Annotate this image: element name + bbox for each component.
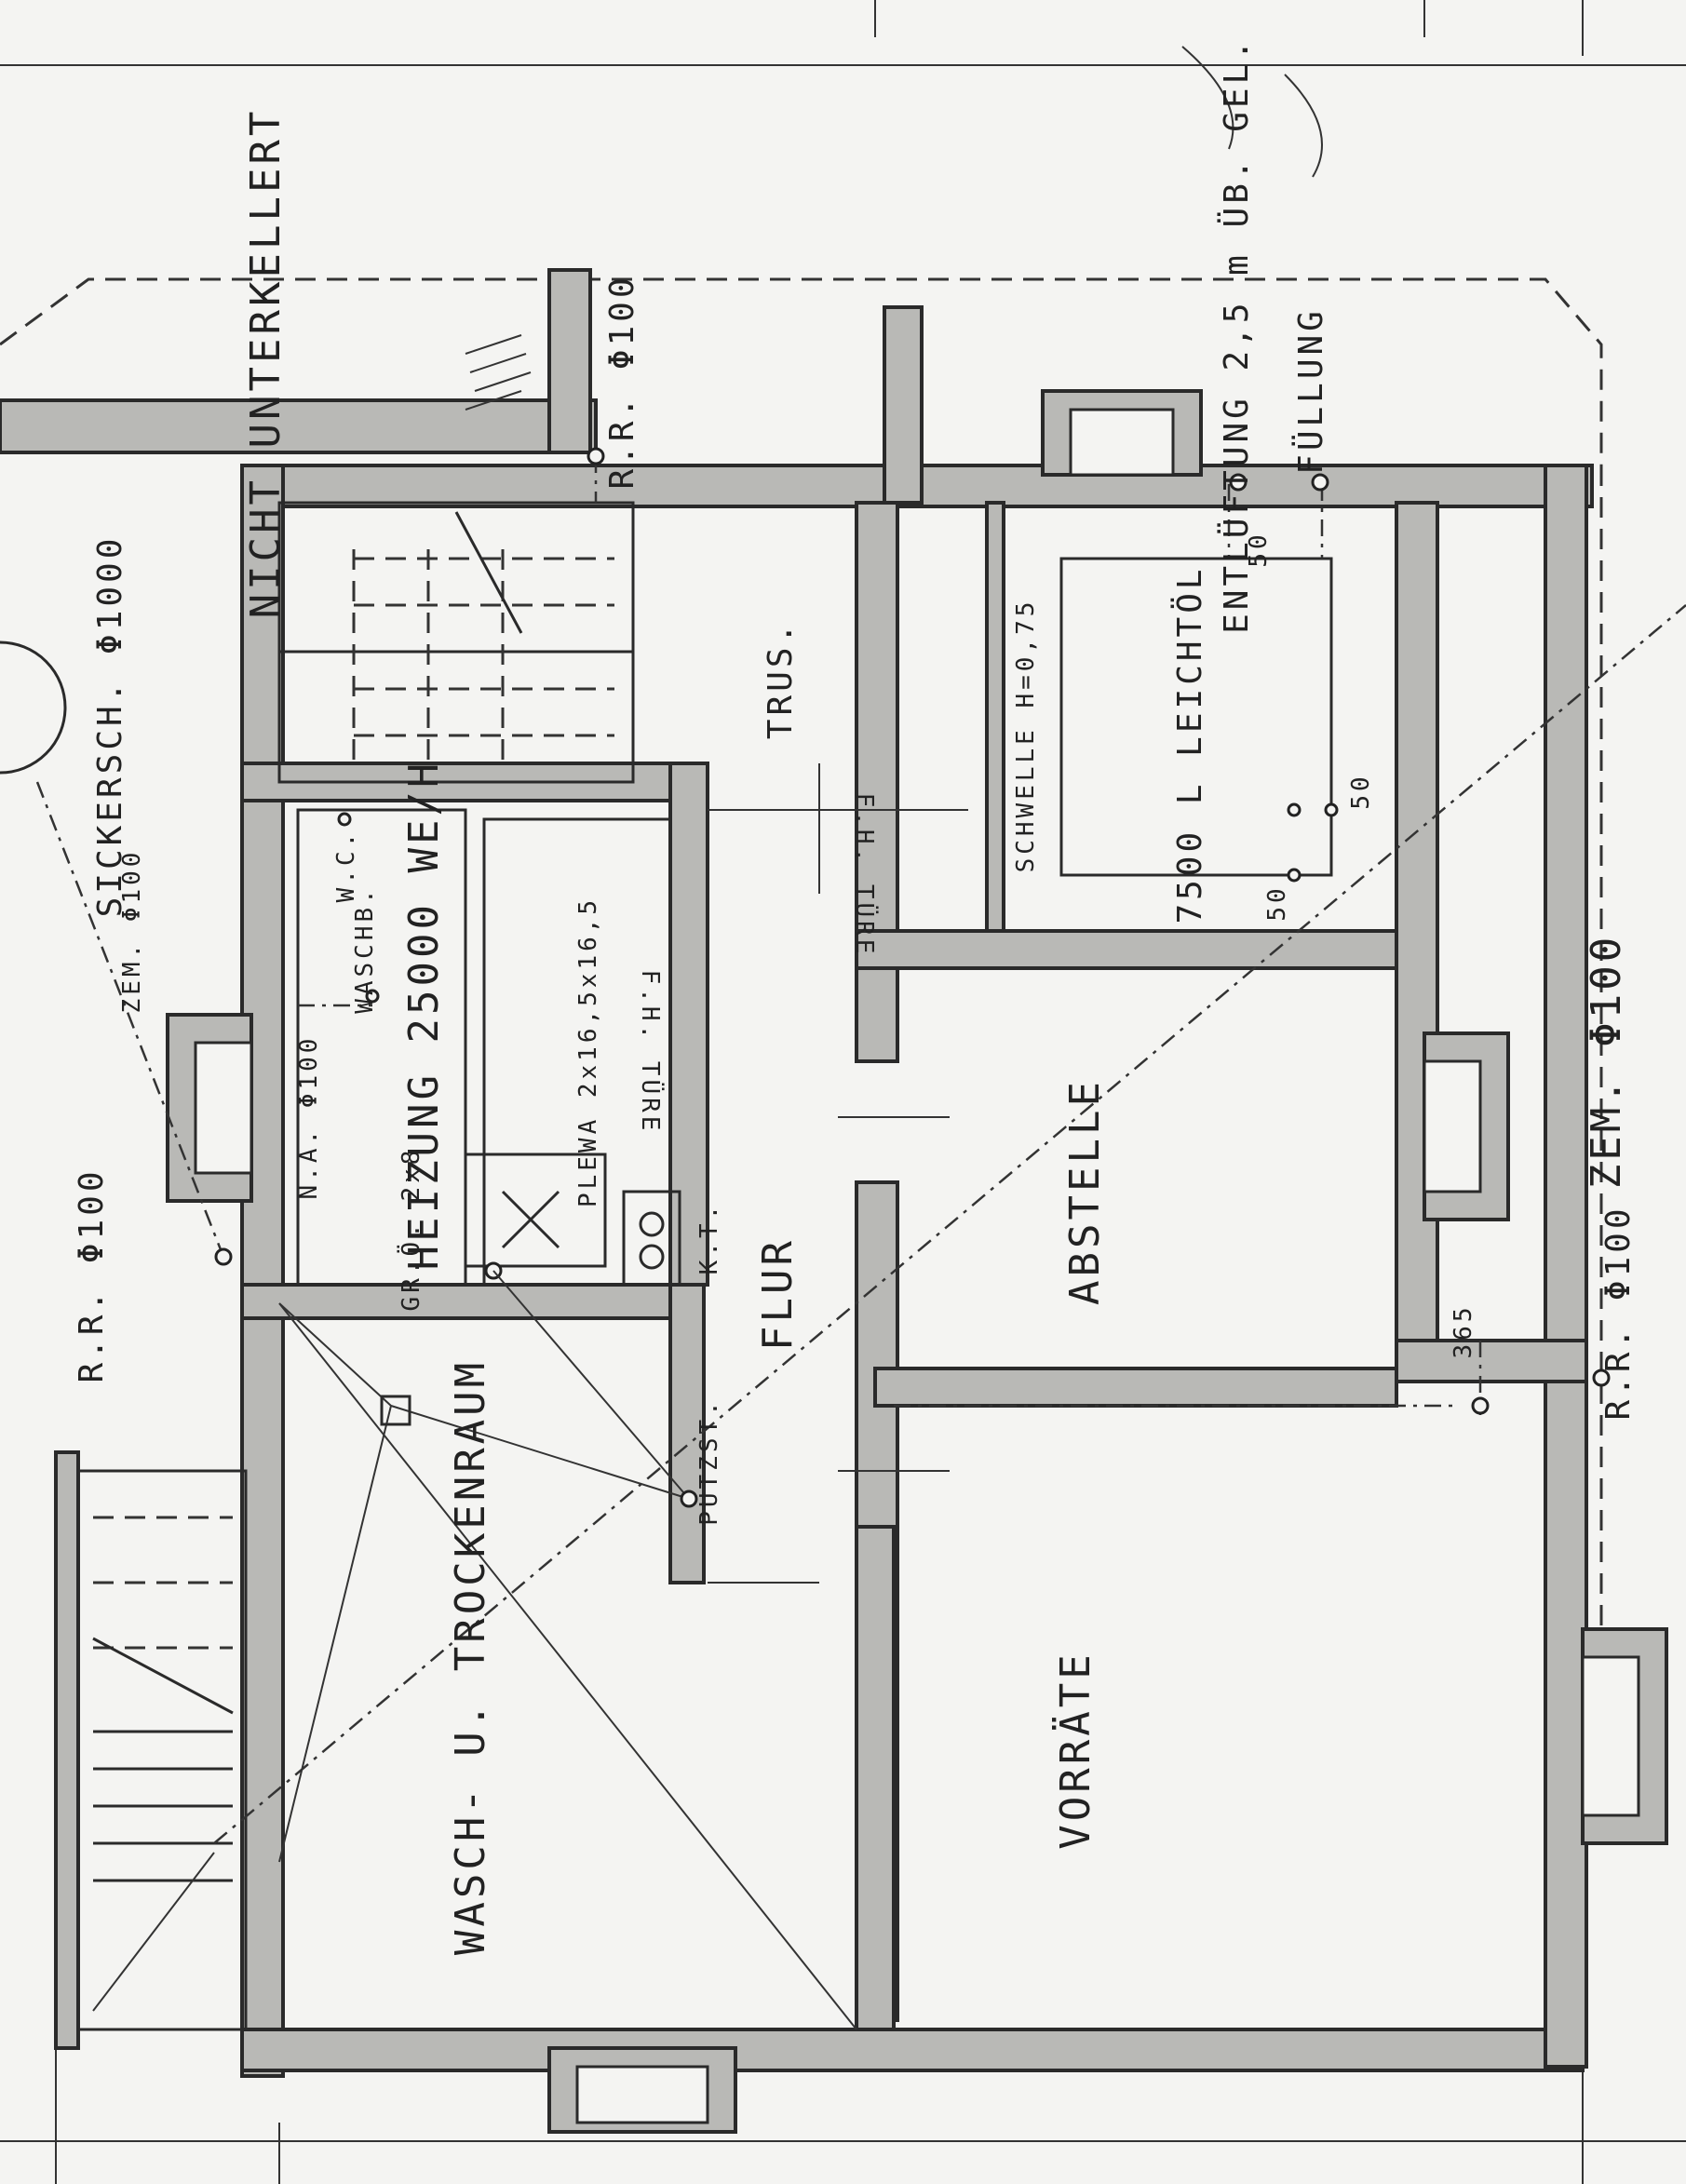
- interior-walls: [240, 305, 1398, 2031]
- label-kt: K.T.: [695, 1202, 723, 1275]
- label-oil-tank: 7500 L LEICHTÖL: [1170, 565, 1209, 923]
- non-basement-area: [0, 268, 1603, 1825]
- label-waschb: WASCHB.: [351, 885, 379, 1014]
- label-flur: FLUR: [754, 1237, 802, 1351]
- oil-tank: [1059, 557, 1339, 883]
- label-dim-50-b: 50: [1347, 773, 1375, 809]
- label-dim-50-a: 50: [1245, 531, 1273, 567]
- label-fh-tuere-2: F.H. TÜRE: [636, 970, 666, 1135]
- label-abstelle: ABSTELLE: [1061, 1078, 1109, 1305]
- label-plewa: PLEWA 2x16,5x16,5: [574, 897, 602, 1207]
- section-cut-line: [213, 604, 1686, 1844]
- label-rr-left: R.R. Φ100: [73, 1167, 111, 1382]
- pipe-outlets: [214, 447, 1611, 1415]
- labels: NICHT UNTERKELLERT R.R. Φ100 ENTLÜFTUNG …: [73, 36, 1638, 1955]
- staircase-upper: [277, 501, 635, 784]
- boiler-room-fixtures: [296, 808, 681, 1287]
- label-rr-top: R.R. Φ100: [603, 274, 641, 489]
- label-nicht-unterkellert: NICHT UNTERKELLERT: [242, 108, 290, 619]
- label-sickersch: SICKERSCH. Φ1000: [91, 535, 129, 918]
- label-fh-tuere-1: F.H. TÜRE: [850, 793, 880, 958]
- label-wasch-trockenraum: WASCH- U. TROCKENRAUM: [447, 1359, 494, 1955]
- label-heizung: HEIZUNG 25000 WE/H: [400, 760, 448, 1271]
- sicker-shaft: [0, 640, 67, 775]
- label-putzst: PUTZST.: [695, 1397, 723, 1526]
- label-rr-right: R.R. Φ100: [1599, 1205, 1638, 1420]
- drying-lines: [278, 1270, 857, 2030]
- label-wc: W.C.: [332, 829, 360, 903]
- label-gross: GR.Ö. 2x8: [396, 1147, 425, 1312]
- staircase-lower: [54, 1450, 248, 2050]
- label-dim-365: 365: [1450, 1304, 1477, 1359]
- label-dim-50-c: 50: [1263, 884, 1291, 921]
- label-na: N.A. Φ100: [295, 1035, 323, 1200]
- label-schwelle: SCHWELLE H=0,75: [1012, 599, 1040, 873]
- exterior-walls: [240, 464, 1594, 2078]
- label-zem-right: ZEM. Φ100: [1583, 934, 1630, 1189]
- label-fuellung: FÜLLUNG: [1291, 307, 1330, 475]
- label-trus: TRUS.: [762, 620, 800, 739]
- label-entlueftung: ENTLÜFTUNG 2,5 m ÜB. GEL.: [1217, 36, 1256, 634]
- label-vorraete: VORRÄTE: [1051, 1651, 1099, 1849]
- label-zem-left: ZEM. Φ100: [118, 849, 146, 1014]
- service-lines: [35, 456, 1482, 1584]
- window-bays: [166, 389, 1668, 2134]
